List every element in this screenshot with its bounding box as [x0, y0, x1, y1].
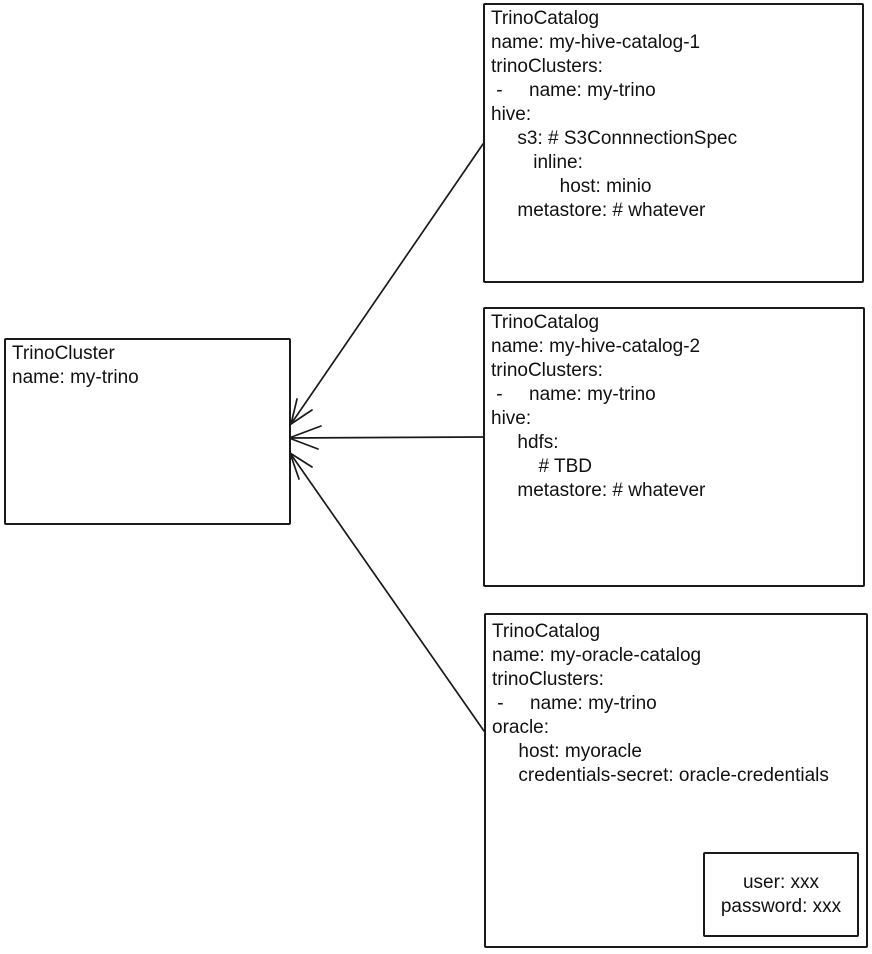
yaml-line: s3: # S3ConnnectionSpec: [491, 128, 738, 149]
yaml-line: oracle:: [492, 717, 550, 738]
trino-cluster-box: TrinoCluster name: my-trino: [4, 338, 291, 525]
yaml-line: TrinoCatalog: [491, 312, 600, 333]
yaml-line: name: my-oracle-catalog: [492, 645, 702, 666]
yaml-line: trinoClusters:: [492, 669, 604, 690]
yaml-line: hive:: [491, 408, 532, 429]
yaml-line: credentials-secret: oracle-credentials: [492, 765, 829, 786]
yaml-line: trinoClusters:: [491, 360, 603, 381]
yaml-line: # TBD: [491, 456, 593, 477]
yaml-line: host: myoracle: [492, 741, 642, 762]
arrow-catalog3-to-cluster: [289, 452, 485, 732]
yaml-line: user: xxx: [742, 871, 820, 893]
yaml-line: hdfs:: [491, 432, 559, 453]
yaml-line: - name: my-trino: [492, 693, 657, 714]
trino-catalog-box-hive-2: TrinoCatalog name: my-hive-catalog-2 tri…: [483, 307, 865, 587]
arrow-catalog2-to-cluster: [288, 425, 484, 450]
yaml-line: - name: my-trino: [491, 80, 656, 101]
yaml-line: password: xxx: [720, 895, 842, 917]
yaml-line: hive:: [491, 104, 532, 125]
yaml-line: name: my-trino: [12, 367, 139, 388]
yaml-line: TrinoCatalog: [491, 8, 600, 29]
yaml-line: TrinoCatalog: [492, 621, 601, 642]
yaml-line: host: minio: [491, 176, 652, 197]
yaml-line: TrinoCluster: [12, 343, 115, 364]
yaml-line: - name: my-trino: [491, 384, 656, 405]
yaml-line: name: my-hive-catalog-1: [491, 32, 701, 53]
yaml-line: inline:: [491, 152, 583, 173]
yaml-line: name: my-hive-catalog-2: [491, 336, 701, 357]
trino-catalog-box-hive-1: TrinoCatalog name: my-hive-catalog-1 tri…: [483, 3, 864, 283]
arrow-catalog1-to-cluster: [290, 143, 484, 425]
oracle-credentials-secret-box: user: xxx password: xxx: [703, 852, 859, 937]
yaml-line: trinoClusters:: [491, 56, 603, 77]
yaml-line: metastore: # whatever: [491, 480, 706, 501]
yaml-line: metastore: # whatever: [491, 200, 706, 221]
